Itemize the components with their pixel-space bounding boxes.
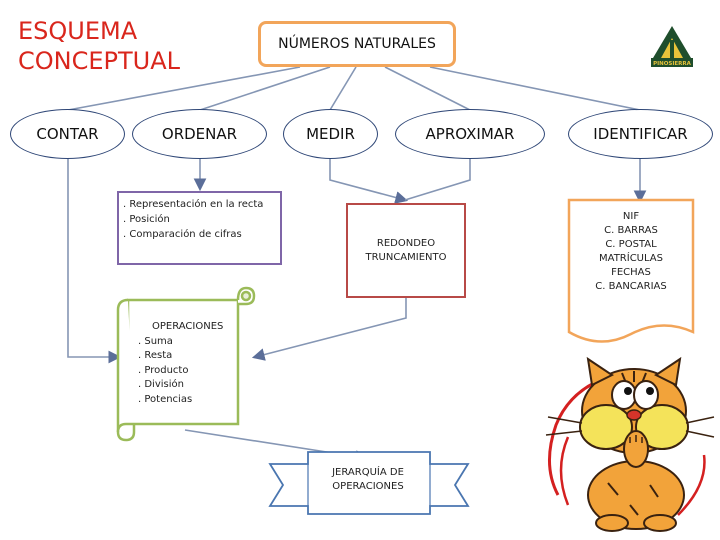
root-node: NÚMEROS NATURALES (258, 21, 456, 67)
aproximar-item: REDONDEO (376, 237, 436, 249)
connector-root-medir (329, 66, 357, 111)
identificar-item: FECHAS (611, 267, 651, 278)
identificar-item: NIF (622, 211, 640, 222)
connector-contar-operaciones (67, 158, 122, 364)
aproximar-item: TRUNCAMIENTO (365, 251, 447, 263)
page-title: ESQUEMA CONCEPTUAL (18, 16, 180, 76)
connector-medir-redondeo (329, 158, 409, 204)
operaciones-scroll (116, 286, 256, 442)
operaciones-item: . División (138, 379, 184, 390)
operaciones-heading: OPERACIONES (152, 321, 224, 332)
connector-redondeo-operaciones (251, 298, 407, 361)
connector-root-ordenar (199, 66, 331, 111)
branch-medir: MEDIR (283, 109, 378, 159)
jerarquia-line-1: JERARQUÍA DE (332, 467, 404, 478)
connector-root-contar (67, 66, 301, 111)
branch-ordenar: ORDENAR (132, 109, 267, 159)
branch-identificar: IDENTIFICAR (568, 109, 713, 159)
jerarquia-label: JERARQUÍA DE OPERACIONES (316, 466, 420, 494)
ordenar-item: . Posición (123, 214, 170, 225)
connector-root-identificar (429, 66, 641, 111)
jerarquia-line-2: OPERACIONES (332, 481, 404, 492)
aproximar-list: REDONDEO TRUNCAMIENTO (346, 203, 466, 298)
title-line-2: CONCEPTUAL (18, 47, 181, 75)
title-line-1: ESQUEMA (18, 17, 138, 45)
identificar-item: C. BANCARIAS (595, 281, 667, 292)
cartoon-cat-icon (545, 356, 715, 532)
jerarquia-ribbon (268, 451, 470, 515)
connector-root-aproximar (384, 66, 471, 111)
operaciones-item: . Potencias (138, 393, 193, 405)
ordenar-list: . Representación en la recta . Posición … (117, 191, 282, 265)
operaciones-item: . Suma (138, 335, 173, 347)
branch-contar: CONTAR (10, 109, 125, 159)
ordenar-item: . Representación en la recta (123, 199, 264, 210)
identificar-list: NIF C. BARRAS C. POSTAL MATRÍCULAS FECHA… (569, 210, 693, 294)
school-logo: PINOSIERRA (651, 26, 693, 67)
identificar-document (567, 198, 695, 343)
ordenar-item: . Comparación de cifras (123, 229, 242, 240)
identificar-item: C. BARRAS (604, 225, 658, 236)
operaciones-list: OPERACIONES . Suma . Resta . Producto . … (138, 320, 238, 407)
identificar-item: C. POSTAL (605, 239, 657, 250)
identificar-item: MATRÍCULAS (599, 253, 663, 264)
branch-aproximar: APROXIMAR (395, 109, 545, 159)
connector-aproximar-redondeo (404, 158, 471, 201)
operaciones-item: . Producto (138, 364, 189, 376)
logo-text: PINOSIERRA (653, 61, 692, 67)
operaciones-item: . Resta (138, 350, 173, 361)
